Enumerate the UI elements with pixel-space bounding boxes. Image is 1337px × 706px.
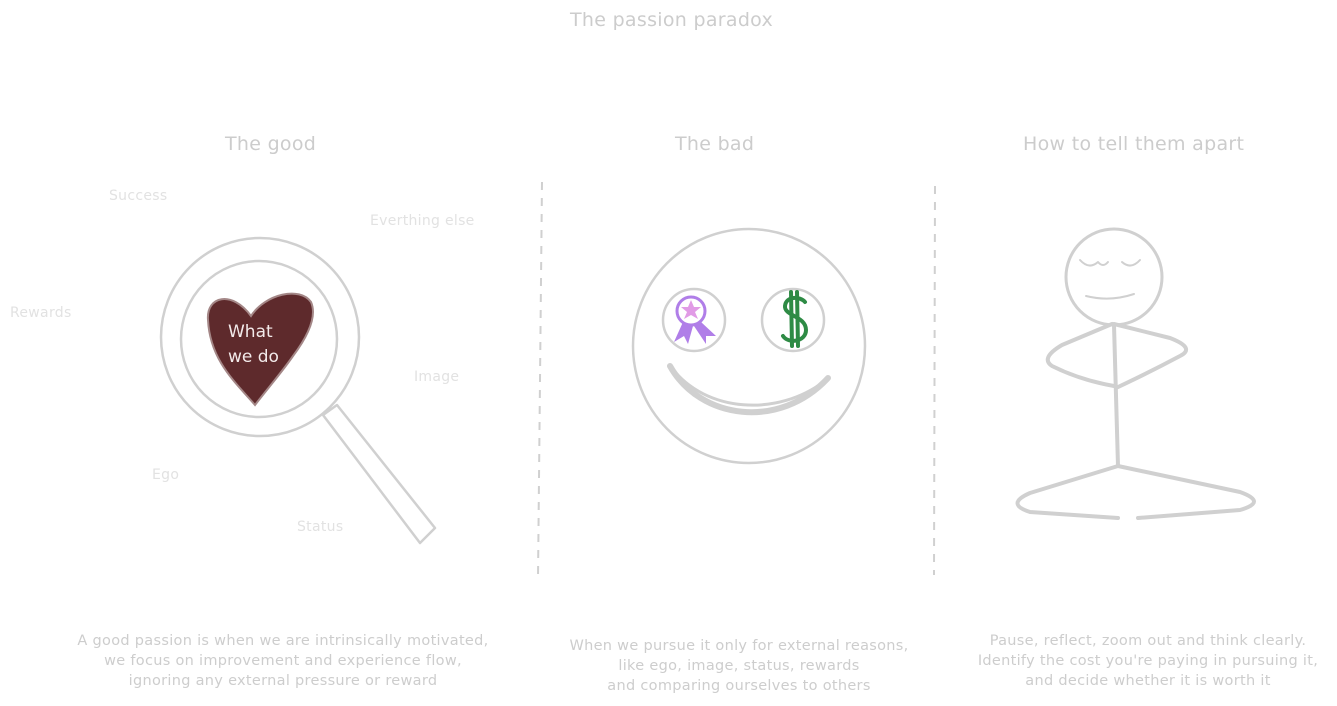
word-rewards: Rewards bbox=[10, 305, 72, 321]
caption-bad: When we pursue it only for external reas… bbox=[569, 638, 909, 694]
page-title: The passion paradox bbox=[570, 9, 774, 31]
caption-tell-apart: Pause, reflect, zoom out and think clear… bbox=[977, 633, 1319, 689]
word-status: Status bbox=[297, 519, 344, 535]
word-success: Success bbox=[109, 188, 168, 204]
smiley-face-icon bbox=[631, 227, 867, 465]
word-ego: Ego bbox=[152, 467, 180, 483]
divider-right bbox=[933, 185, 936, 576]
heading-good: The good bbox=[225, 133, 317, 155]
magnifying-glass-icon bbox=[159, 236, 437, 545]
badge-icon bbox=[674, 295, 716, 344]
heart-icon bbox=[206, 292, 314, 407]
heading-tell-apart: How to tell them apart bbox=[1023, 133, 1245, 155]
divider-left bbox=[537, 181, 543, 579]
caption-good: A good passion is when we are intrinsica… bbox=[77, 633, 489, 689]
heart-label: What we do bbox=[228, 322, 279, 367]
heading-bad: The bad bbox=[675, 133, 755, 155]
dollar-icon bbox=[781, 290, 809, 348]
meditating-figure-icon bbox=[1015, 227, 1256, 520]
word-image: Image bbox=[414, 369, 460, 385]
word-everything-else: Everthing else bbox=[370, 213, 475, 229]
